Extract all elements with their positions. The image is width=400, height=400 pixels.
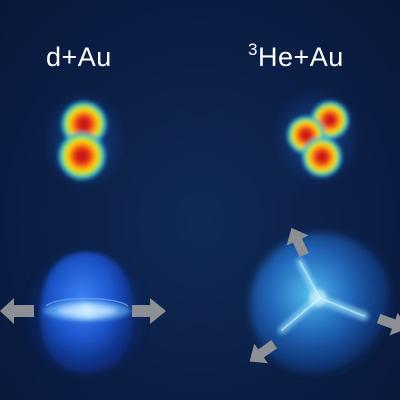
he3-au-label: 3He+Au bbox=[248, 41, 344, 72]
left-arrow-icon bbox=[0, 298, 34, 324]
he3-au-label-superscript: 3 bbox=[248, 40, 258, 59]
he3-au-flow-arrows bbox=[249, 227, 400, 364]
right-arrow-icon bbox=[132, 298, 166, 324]
he3-au-heatmap bbox=[271, 87, 363, 187]
he3-au-label-text: He+Au bbox=[257, 42, 344, 72]
down-left-arrow-icon bbox=[249, 340, 278, 364]
d-au-label-text: d+Au bbox=[46, 42, 112, 72]
up-left-arrow-icon bbox=[286, 227, 309, 258]
he3-au-fireball bbox=[250, 233, 394, 377]
d-au-heatmap bbox=[42, 90, 126, 190]
d-au-flow-arrows bbox=[0, 298, 166, 324]
d-au-fireball bbox=[28, 252, 144, 376]
d-au-label: d+Au bbox=[46, 44, 112, 71]
down-right-arrow-icon bbox=[376, 312, 400, 336]
